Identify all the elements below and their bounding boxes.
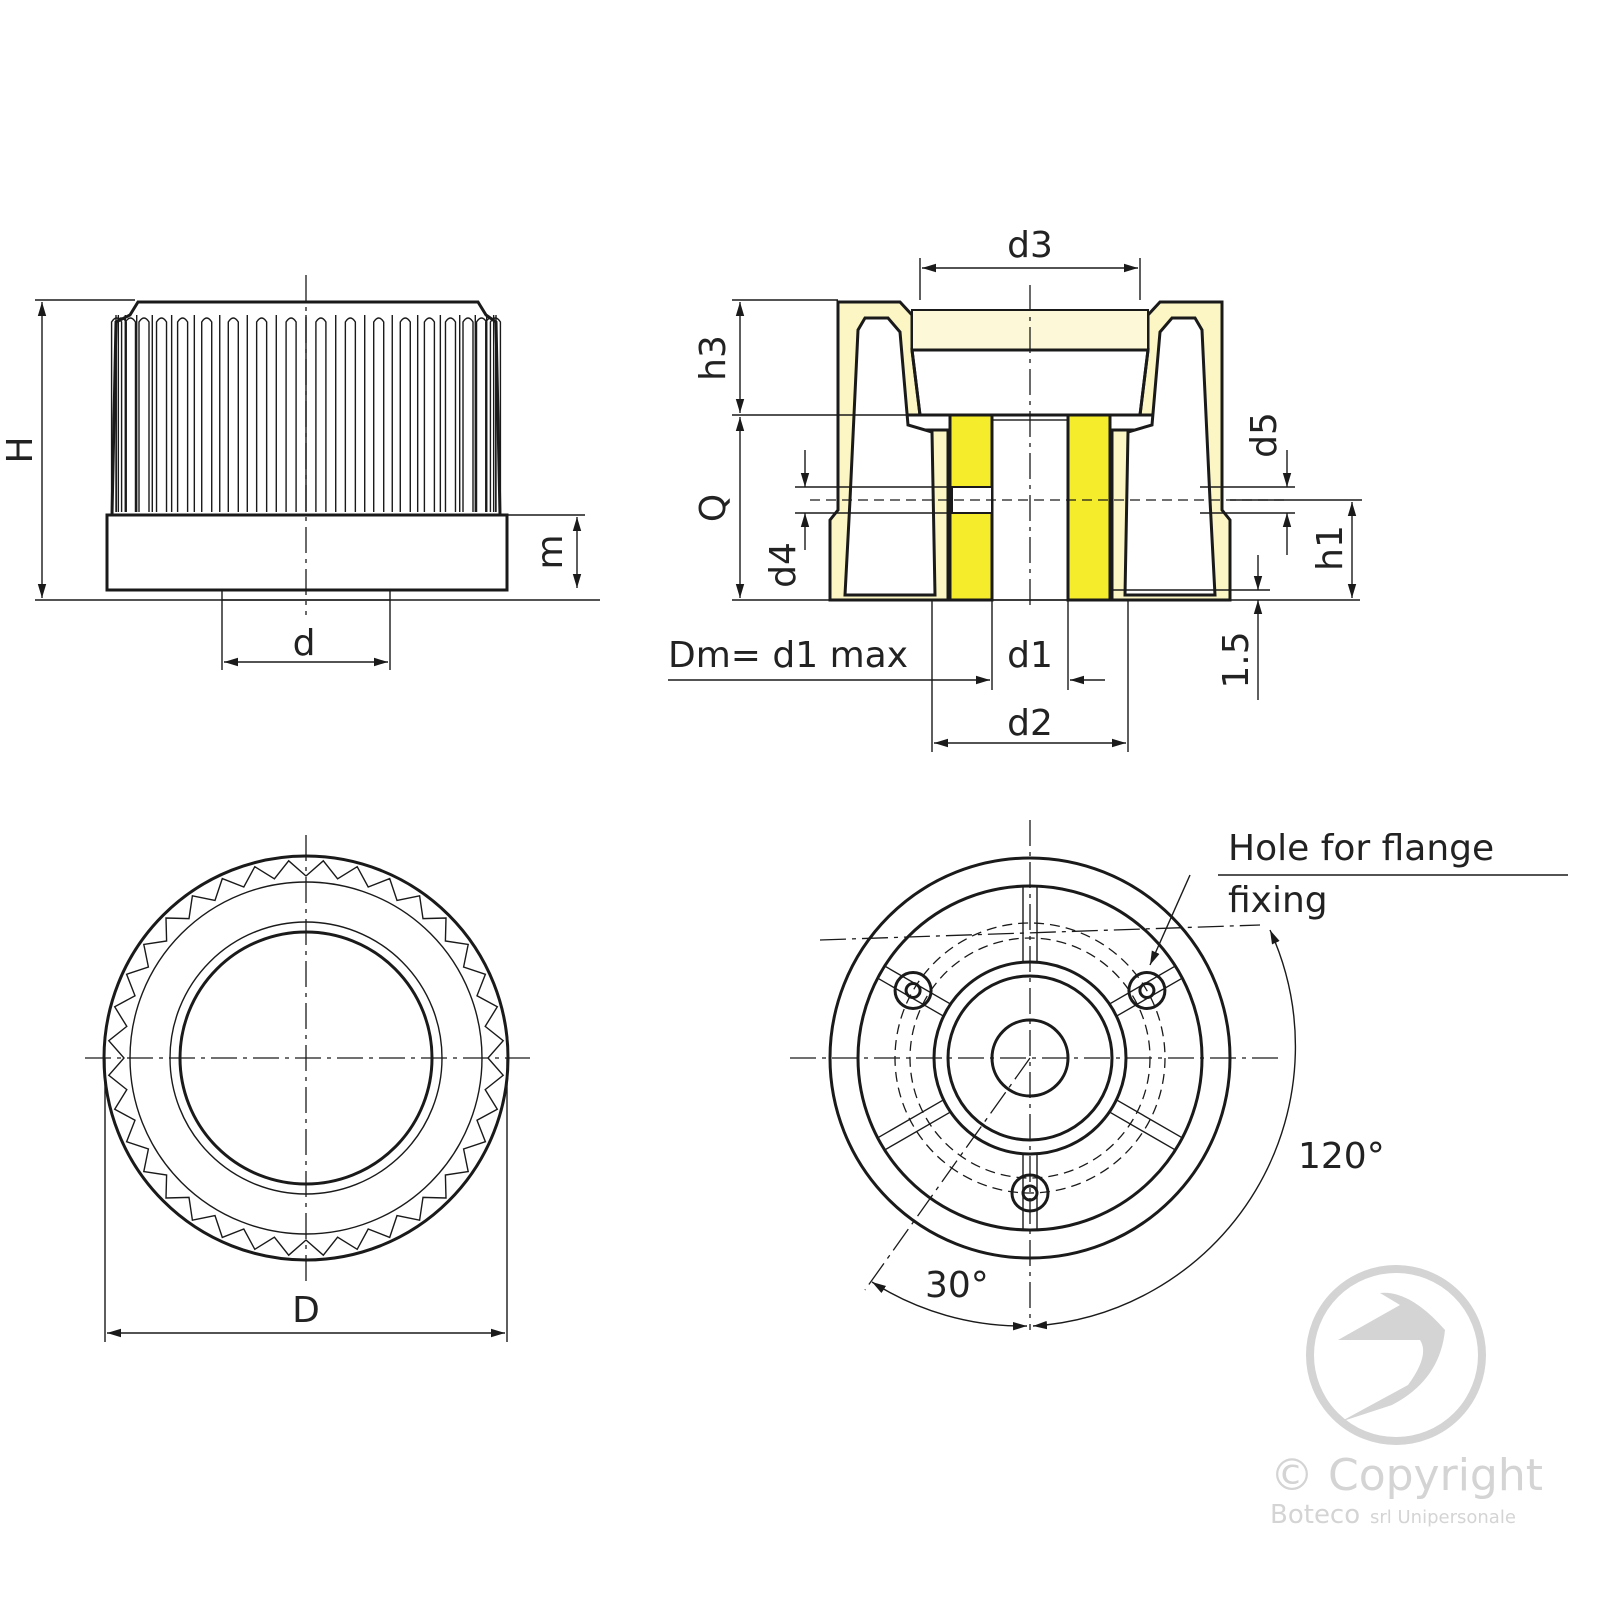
left-cavity: [843, 316, 937, 597]
rib: [1116, 1099, 1183, 1139]
label-Q: Q: [693, 494, 734, 522]
label-hole-line2: fixing: [1228, 880, 1328, 921]
label-d5: d5: [1244, 412, 1285, 458]
rib: [1109, 1111, 1176, 1151]
angle-30-ray: [864, 1057, 1031, 1291]
leader-hole: [1149, 874, 1191, 966]
insert-right: [1066, 413, 1112, 602]
flute-ridge: [255, 317, 268, 512]
label-d2: d2: [1007, 703, 1053, 744]
top-view: D: [85, 835, 530, 1342]
label-1-5: 1.5: [1216, 631, 1257, 688]
angle-120-arc: [1032, 929, 1297, 1330]
flute-ridge: [110, 317, 123, 512]
flute-ridge: [315, 317, 327, 512]
flange-hole: [904, 982, 922, 999]
knurled-rim: [107, 859, 505, 1257]
flute-ridge: [155, 317, 168, 512]
label-H: H: [0, 436, 41, 463]
flute-ridge: [285, 317, 297, 512]
watermark-company-suffix: srl Unipersonale: [1370, 1507, 1516, 1528]
label-hole-line1: Hole for flange: [1228, 828, 1494, 869]
watermark-copyright: © Copyright: [1270, 1450, 1543, 1501]
label-h1: h1: [1310, 525, 1351, 571]
label-d3: d3: [1007, 225, 1053, 266]
flute-ridge: [344, 317, 357, 512]
flute-ridge: [124, 317, 137, 512]
rib: [877, 1099, 944, 1139]
flute-ridge: [201, 317, 213, 512]
label-h3: h3: [693, 335, 734, 381]
rib: [884, 1111, 951, 1151]
base-ring: [105, 513, 509, 592]
flute-ridge: [373, 317, 385, 512]
right-cavity: [1123, 316, 1217, 597]
label-D: D: [292, 1290, 320, 1331]
flute-ridge: [399, 317, 411, 512]
bottom-view: 30° 120° Hole for flange fixing: [790, 820, 1568, 1331]
label-dm: Dm= d1 max: [668, 635, 908, 676]
flute-ridge: [176, 317, 189, 512]
angle-30-arc: [871, 1281, 1028, 1331]
upper-bore: [910, 348, 1150, 417]
flute-ridge: [423, 317, 436, 512]
flange-hole-boss: [893, 971, 933, 1010]
label-d4: d4: [763, 542, 804, 588]
flute-ridge: [462, 317, 474, 512]
flute-ridge: [475, 317, 488, 512]
flute-ridge: [227, 317, 239, 512]
side-view: H m d: [0, 275, 600, 670]
section-view: d3 h3 Q d4 d5 h1 1.5 Dm= d1 max d1 d2: [668, 225, 1362, 752]
label-120: 120°: [1298, 1136, 1385, 1177]
label-m: m: [530, 534, 571, 569]
watermark-logo: [1306, 1265, 1486, 1445]
label-d: d: [293, 623, 316, 664]
flute-ridge: [444, 317, 457, 512]
flute-ridge: [138, 317, 150, 512]
label-d1: d1: [1007, 635, 1053, 676]
label-30: 30°: [925, 1265, 989, 1306]
knurl-flutes: [110, 315, 502, 512]
watermark-logo-mark: [1338, 1292, 1445, 1422]
watermark-company: Boteco: [1270, 1500, 1360, 1530]
watermark: © Copyright Boteco srl Unipersonale: [1270, 1265, 1543, 1530]
